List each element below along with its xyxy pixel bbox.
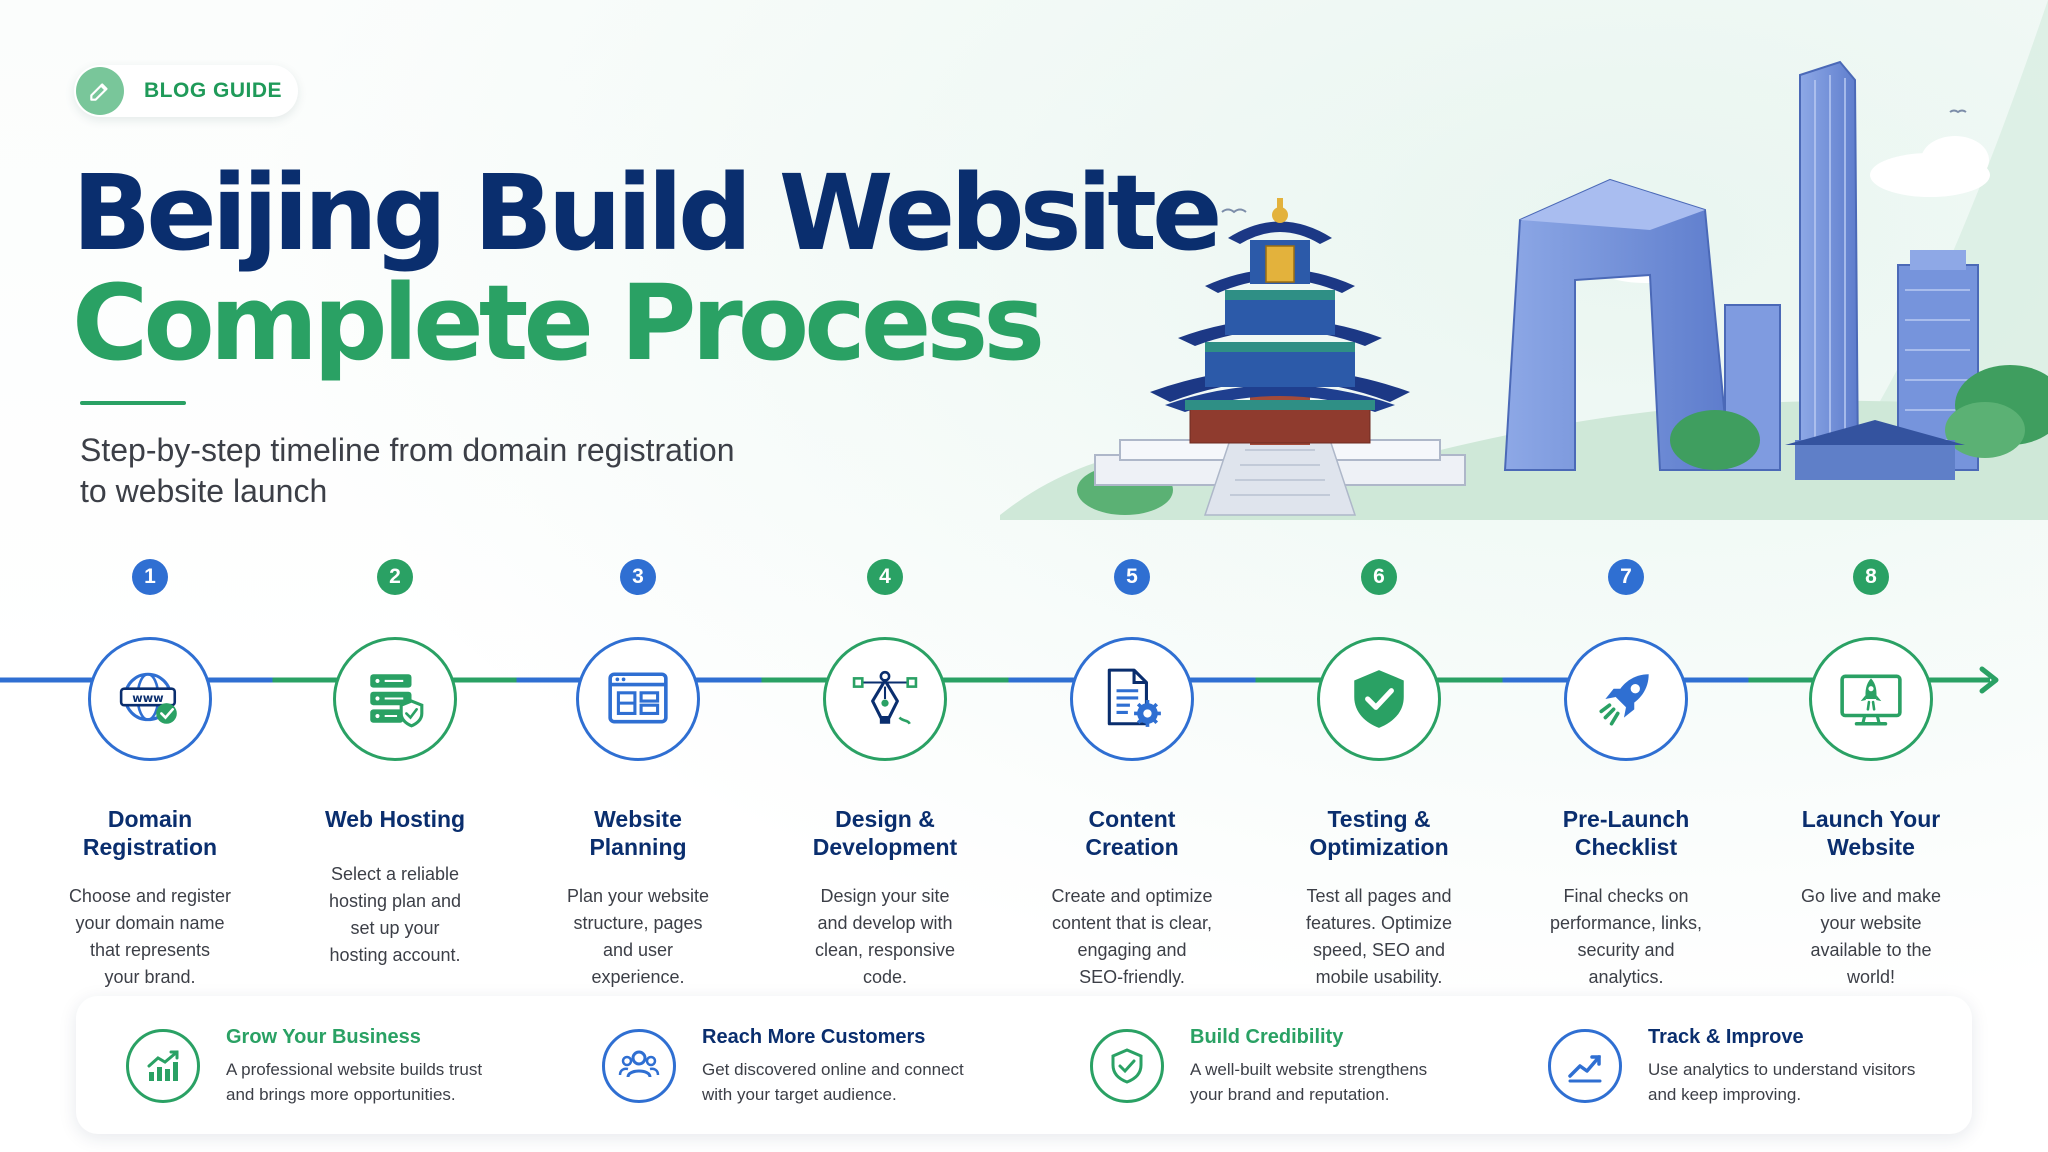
growth-chart-icon: [147, 1050, 179, 1081]
step-icon-ring: [1070, 637, 1194, 761]
benefit-description: A well-built website strengthens your br…: [1190, 1059, 1428, 1104]
step-title: Content Creation: [1085, 806, 1179, 860]
step-title: Domain Registration: [82, 806, 218, 860]
step-description: Final checks on performance, links, secu…: [1549, 886, 1703, 987]
step-description: Test all pages and features. Optimize sp…: [1305, 886, 1453, 987]
blog-guide-badge: BLOG GUIDE: [74, 65, 298, 117]
timeline-arrow-icon: [1979, 666, 1999, 694]
beijing-skyline-illustration: [1000, 0, 2048, 520]
benefits-card: Grow Your Business A professional websit…: [76, 996, 1972, 1134]
step-description: Plan your website structure, pages and u…: [566, 886, 710, 987]
document-gear-icon: [1107, 668, 1161, 727]
step-number: 6: [1361, 559, 1397, 595]
trend-line-icon: [1568, 1055, 1602, 1083]
step-icon-ring: www: [88, 637, 212, 761]
step-icon-ring: [333, 637, 457, 761]
benefit-build-credibility: Build Credibility A well-built website s…: [1090, 1024, 1490, 1108]
users-icon: [618, 1050, 660, 1078]
server-shield-icon: [370, 674, 424, 728]
step-website-planning: 3 Website Planning Plan your website str…: [543, 545, 733, 991]
step-description: Go live and make your website available …: [1800, 886, 1942, 987]
shield-check-icon: [1354, 670, 1404, 728]
benefit-grow-business: Grow Your Business A professional websit…: [126, 1024, 526, 1108]
step-description: Design your site and develop with clean,…: [814, 886, 956, 987]
benefit-description: Use analytics to understand visitors and…: [1648, 1059, 1916, 1104]
benefit-icon-ring: [126, 1029, 200, 1103]
step-title: Web Hosting: [324, 806, 466, 832]
step-icon-ring: [823, 637, 947, 761]
step-number: 1: [132, 559, 168, 595]
page-subtitle: Step-by-step timeline from domain regist…: [80, 432, 735, 509]
page-title-line2: Complete Process: [72, 262, 1045, 384]
step-number: 4: [867, 559, 903, 595]
benefit-title: Build Credibility: [1190, 1025, 1344, 1048]
globe-www-icon: www: [119, 672, 177, 724]
step-description: Select a reliable hosting plan and set u…: [328, 864, 462, 965]
benefit-icon-ring: [602, 1029, 676, 1103]
pen-tool-icon: [852, 670, 918, 725]
step-title: Design & Development: [812, 806, 958, 860]
benefit-track-improve: Track & Improve Use analytics to underst…: [1548, 1024, 1968, 1108]
step-web-hosting: 2 Web Hosting Select a reliable hosting …: [300, 545, 490, 969]
title-divider: [80, 401, 186, 405]
monitor-rocket-icon: [1840, 674, 1902, 726]
benefit-reach-customers: Reach More Customers Get discovered onli…: [602, 1024, 1002, 1108]
step-pre-launch-checklist: 7 Pre-Launch Checklist Final checks on p…: [1531, 545, 1721, 991]
step-icon-ring: [1317, 637, 1441, 761]
layout-icon: [608, 672, 668, 724]
benefit-title: Grow Your Business: [226, 1025, 421, 1048]
step-title: Launch Your Website: [1801, 806, 1941, 860]
page-title-line1: Beijing Build Website: [72, 152, 1222, 274]
benefit-title: Track & Improve: [1648, 1025, 1804, 1048]
step-number: 3: [620, 559, 656, 595]
step-number: 7: [1608, 559, 1644, 595]
step-number: 2: [377, 559, 413, 595]
benefit-icon-ring: [1548, 1029, 1622, 1103]
edit-icon: [76, 67, 124, 115]
step-launch-your-website: 8 Launch Your Website Go live and make y…: [1776, 545, 1966, 991]
step-icon-ring: [1564, 637, 1688, 761]
temple-of-heaven: [1094, 198, 1466, 516]
rocket-icon: [1599, 674, 1649, 726]
step-title: Pre-Launch Checklist: [1562, 806, 1690, 860]
badge-label: BLOG GUIDE: [144, 79, 283, 102]
benefit-title: Reach More Customers: [702, 1025, 926, 1048]
step-title: Testing & Optimization: [1309, 806, 1449, 860]
step-content-creation: 5 Content Creation Create and optimize c…: [1037, 545, 1227, 991]
benefit-description: Get discovered online and connect with y…: [702, 1059, 964, 1104]
step-description: Create and optimize content that is clea…: [1051, 886, 1213, 987]
step-domain-registration: 1 www Domain Registration Choose and reg…: [55, 545, 245, 991]
step-design-development: 4 Design & Development Design your site …: [790, 545, 980, 991]
step-icon-ring: [1809, 637, 1933, 761]
step-testing-optimization: 6 Testing & Optimization Test all pages …: [1284, 545, 1474, 991]
svg-text:www: www: [132, 691, 164, 705]
shield-check-icon: [1111, 1048, 1143, 1084]
benefit-description: A professional website builds trust and …: [226, 1059, 483, 1104]
step-title: Website Planning: [589, 806, 687, 860]
benefit-icon-ring: [1090, 1029, 1164, 1103]
step-number: 5: [1114, 559, 1150, 595]
step-number: 8: [1853, 559, 1889, 595]
step-description: Choose and register your domain name tha…: [68, 886, 232, 987]
process-timeline: 1 www Domain Registration Choose and reg…: [0, 545, 2048, 987]
step-icon-ring: [576, 637, 700, 761]
